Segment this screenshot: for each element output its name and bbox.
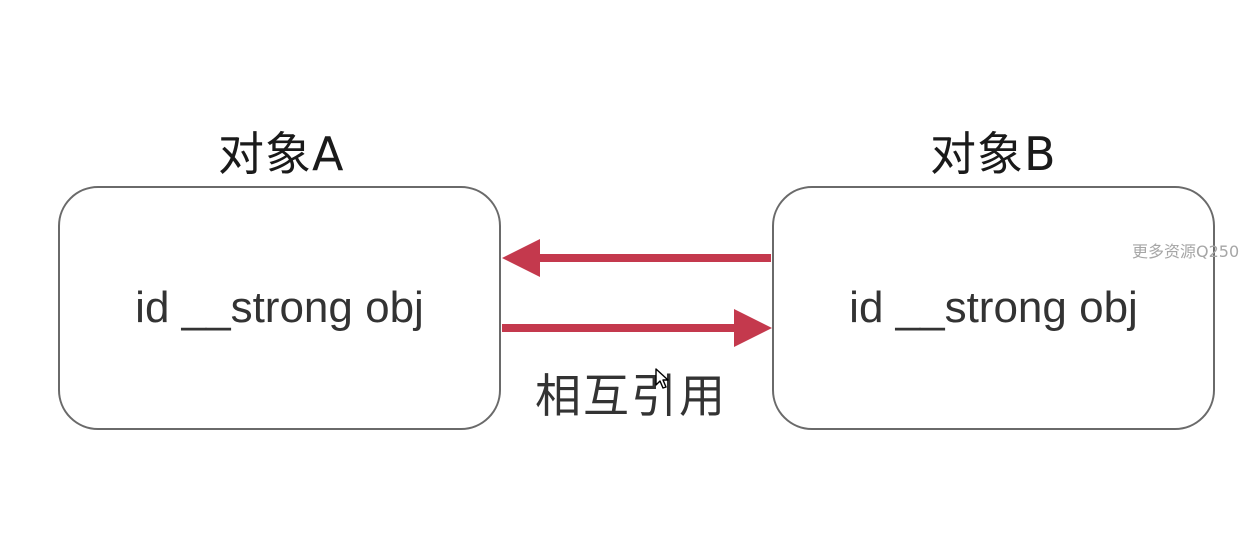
object-a-title: 对象A: [218, 127, 345, 181]
object-b-title: 对象B: [930, 127, 1057, 181]
object-b-box: id __strong obj: [772, 186, 1215, 430]
arrow-a-to-b: [502, 309, 772, 347]
object-a-content: id __strong obj: [135, 283, 424, 332]
mouse-pointer-icon: [655, 368, 669, 389]
object-b-content: id __strong obj: [849, 283, 1138, 332]
relation-label: 相互引用: [535, 369, 727, 423]
watermark-text: 更多资源Q250: [1132, 242, 1240, 261]
object-a-box: id __strong obj: [58, 186, 501, 430]
arrow-b-to-a: [502, 239, 771, 277]
